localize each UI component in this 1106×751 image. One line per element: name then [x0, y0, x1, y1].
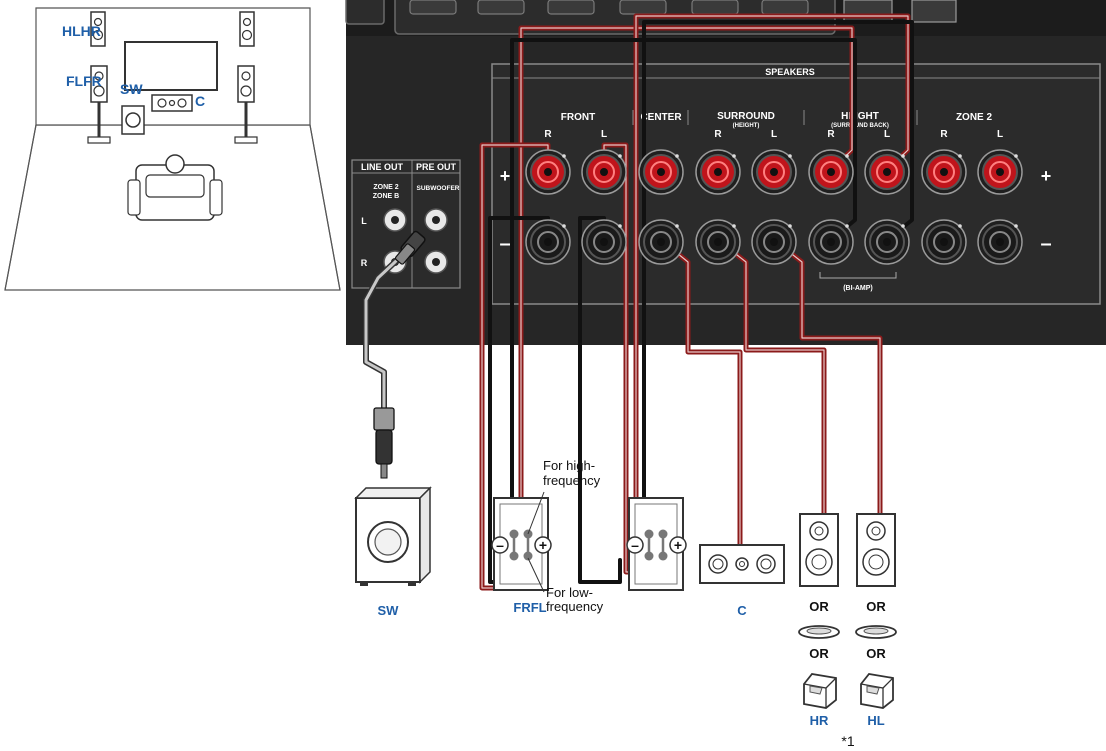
- terminal-front-r-minus[interactable]: [525, 219, 571, 265]
- group-height: HEIGHT: [841, 111, 879, 122]
- minus-terminal-left-a: –: [496, 537, 504, 553]
- surround-l-label: L: [771, 129, 777, 140]
- terminal-surround-r-minus[interactable]: [695, 219, 741, 265]
- speakers-title: SPEAKERS: [765, 67, 815, 77]
- line-out-label: LINE OUT: [361, 162, 404, 172]
- subwoofer-jack-1[interactable]: [424, 208, 448, 232]
- speaker-subwoofer: [354, 486, 432, 586]
- label-sw: SW: [378, 603, 400, 618]
- usb-port: [911, 0, 957, 23]
- minus-label-left: –: [499, 233, 510, 255]
- label-fr-fl: FRFL: [513, 600, 546, 615]
- annotation-high-freq-2: frequency: [543, 473, 601, 488]
- annotation-low-freq-1: For low-: [546, 585, 593, 600]
- group-surround: SURROUND: [717, 111, 775, 122]
- terminal-center-minus[interactable]: [638, 219, 684, 265]
- terminal-zone2-l-minus[interactable]: [977, 219, 1023, 265]
- terminal-height-l-plus[interactable]: [864, 149, 910, 195]
- terminal-height-r-minus[interactable]: [808, 219, 854, 265]
- terminal-surround-r-plus[interactable]: [695, 149, 741, 195]
- group-front: FRONT: [561, 112, 595, 123]
- terminal-zone2-r-minus[interactable]: [921, 219, 967, 265]
- label-c: C: [737, 603, 747, 618]
- speaker-hr-ceiling: [798, 625, 840, 639]
- plus-terminal-left-a: +: [539, 537, 547, 553]
- terminal-height-l-minus[interactable]: [864, 219, 910, 265]
- annotation-high-freq-1: For high-: [543, 458, 595, 473]
- front-l-label: L: [601, 129, 607, 140]
- height-r-label: R: [827, 129, 835, 140]
- room-label-c: C: [195, 93, 205, 109]
- terminal-surround-l-plus[interactable]: [751, 149, 797, 195]
- terminal-front-l-plus[interactable]: [581, 149, 627, 195]
- label-hr: HR: [810, 713, 829, 728]
- hdmi-ports: [409, 0, 809, 15]
- speaker-hl-ceiling: [855, 625, 897, 639]
- plus-label-left: +: [500, 166, 511, 186]
- room-speaker-fr: [234, 65, 258, 144]
- or-label-hl-1: OR: [866, 599, 886, 614]
- or-label-hr-2: OR: [809, 646, 829, 661]
- terminal-front-r-plus[interactable]: [525, 149, 571, 195]
- terminal-height-r-plus[interactable]: [808, 149, 854, 195]
- or-label-hl-2: OR: [866, 646, 886, 661]
- listener-sofa: [127, 154, 223, 221]
- terminal-zone2-l-plus[interactable]: [977, 149, 1023, 195]
- subwoofer-jack-2[interactable]: [424, 250, 448, 274]
- group-center: CENTER: [640, 112, 682, 123]
- zone2-r-label: R: [940, 129, 948, 140]
- annotation-low-freq-2: frequency: [546, 599, 604, 614]
- subwoofer-label: SUBWOOFER: [417, 185, 460, 192]
- room-label-hl-hr: HLHR: [62, 23, 101, 39]
- zone-b-label: ZONE B: [373, 193, 399, 200]
- ethernet-port: [843, 0, 893, 23]
- front-speaker-rear-left: – +: [491, 497, 552, 591]
- speaker-hl-upfiring: [860, 673, 894, 709]
- tv-screen: [124, 41, 218, 91]
- speaker-hr-bookshelf: [799, 513, 839, 587]
- speaker-hl-bookshelf: [856, 513, 896, 587]
- bi-amp-label: (BI-AMP): [843, 285, 873, 292]
- jack-r-label: R: [361, 258, 368, 268]
- rca-plug-panel: [394, 230, 426, 265]
- group-surround-sub: (HEIGHT): [733, 123, 760, 129]
- zone2-line-out-label: ZONE 2: [373, 184, 398, 191]
- height-l-label: L: [884, 129, 890, 140]
- label-hl: HL: [867, 713, 884, 728]
- rca-plug-subwoofer: [373, 407, 395, 479]
- surround-r-label: R: [714, 129, 722, 140]
- terminal-center-plus[interactable]: [638, 149, 684, 195]
- minus-terminal-right-a: –: [631, 537, 639, 553]
- jack-l-label: L: [361, 216, 367, 226]
- room-label-fl-fr: FLFR: [66, 73, 102, 89]
- room-label-sw: SW: [120, 81, 143, 97]
- room-speaker-c: [151, 94, 193, 112]
- room-illustration: HLHR FLFR SW C: [4, 7, 341, 291]
- zone2-l-label: L: [997, 129, 1003, 140]
- front-speaker-rear-right: – +: [626, 497, 687, 591]
- speaker-hr-upfiring: [803, 673, 837, 709]
- terminal-front-l-minus[interactable]: [581, 219, 627, 265]
- speaker-terminals: [525, 149, 1023, 265]
- room-speaker-fl: [87, 65, 111, 144]
- room-subwoofer: [121, 105, 145, 135]
- plus-label-right: +: [1041, 166, 1052, 186]
- or-label-hr-1: OR: [809, 599, 829, 614]
- terminal-zone2-r-plus[interactable]: [921, 149, 967, 195]
- pre-out-label: PRE OUT: [416, 162, 457, 172]
- room-speaker-hl: [90, 11, 106, 47]
- plus-terminal-right-a: +: [674, 537, 682, 553]
- group-zone2: ZONE 2: [956, 112, 993, 123]
- room-speaker-hr: [239, 11, 255, 47]
- minus-label-right: –: [1040, 233, 1051, 255]
- footnote-marker: *1: [841, 733, 854, 749]
- speaker-center: [699, 544, 785, 584]
- group-height-sub: (SURROUND BACK): [831, 123, 889, 129]
- line-out-jack-l[interactable]: [383, 208, 407, 232]
- terminal-surround-l-minus[interactable]: [751, 219, 797, 265]
- front-r-label: R: [544, 129, 552, 140]
